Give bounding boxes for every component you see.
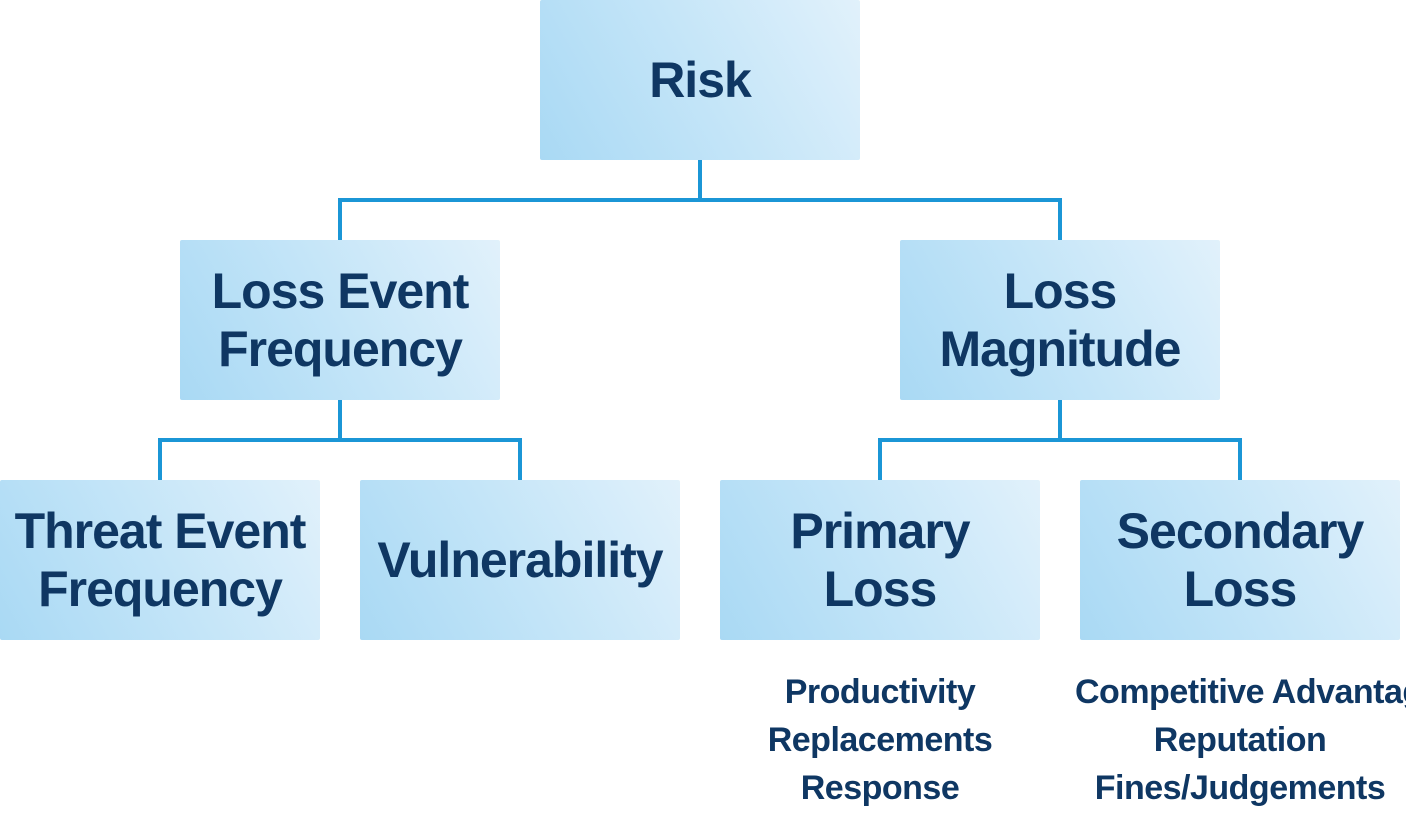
node-threat-event-frequency: Threat Event Frequency — [0, 480, 320, 640]
connector-risk — [338, 160, 1062, 240]
node-label: Primary — [790, 503, 970, 559]
node-label: Threat Event — [14, 503, 307, 559]
node-label: Frequency — [38, 561, 283, 617]
node-label: Loss — [1003, 263, 1118, 319]
node-label: Magnitude — [939, 321, 1182, 377]
connector-lm — [878, 400, 1242, 480]
node-primary-loss: Primary Loss — [720, 480, 1040, 640]
list-item: Fines/Judgements — [1094, 769, 1386, 807]
node-loss-magnitude: Loss Magnitude — [900, 240, 1220, 400]
node-label: Frequency — [218, 321, 463, 377]
list-item: Response — [800, 769, 960, 807]
list-item: Reputation — [1153, 721, 1327, 759]
list-item: Replacements — [767, 721, 993, 759]
secondary-loss-items: Competitive Advantage Reputation Fines/J… — [1075, 668, 1406, 812]
node-label: Vulnerability — [377, 532, 663, 588]
node-loss-event-frequency: Loss Event Frequency — [180, 240, 500, 400]
connector-lef — [158, 400, 522, 480]
node-secondary-loss: Secondary Loss — [1080, 480, 1400, 640]
node-risk: Risk — [540, 0, 860, 160]
node-vulnerability: Vulnerability — [360, 480, 680, 640]
primary-loss-items: Productivity Replacements Response — [715, 668, 1045, 812]
node-label: Loss — [1183, 561, 1298, 617]
node-label: Secondary — [1116, 503, 1365, 559]
list-item: Competitive Advantage — [1075, 673, 1406, 711]
node-label: Risk — [649, 52, 752, 108]
list-item: Productivity — [784, 673, 976, 711]
node-label: Loss — [823, 561, 938, 617]
node-label: Loss Event — [211, 263, 470, 319]
